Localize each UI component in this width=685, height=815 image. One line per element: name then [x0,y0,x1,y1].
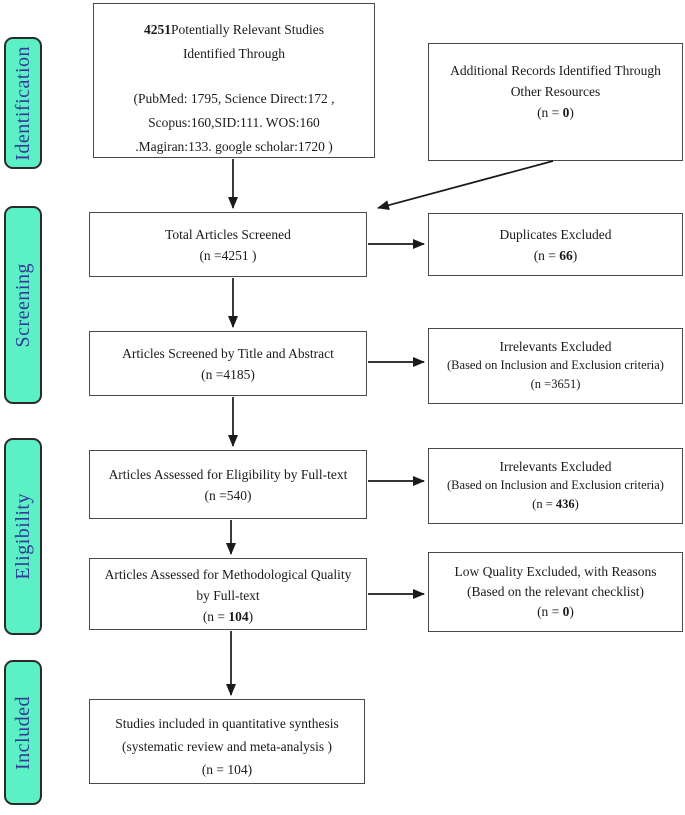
box-line: Irrelevants Excluded [499,459,612,474]
box-line: Total Articles Screened [165,226,291,242]
stage-screening: Screening [4,206,42,404]
box-line: 4251Potentially Relevant Studies [144,22,324,37]
arrow-additional-to-screened [377,160,554,210]
box-line: by Full-text [196,588,260,603]
stage-included: Included [4,660,42,805]
box-line: Duplicates Excluded [499,226,612,242]
box-assessed-eligibility: Articles Assessed for Eligibility by Ful… [89,450,367,519]
box-line: Irrelevants Excluded [499,339,612,354]
box-assessed-quality: Articles Assessed for Methodological Qua… [89,558,367,630]
box-line: (n = 436) [532,497,579,511]
box-line: (n = 104) [202,609,254,624]
box-line: (n =3651) [530,377,581,391]
box-line: (PubMed: 1795, Science Direct:172 , [133,91,335,106]
box-line: Additional Records Identified Through [450,63,661,78]
box-line: (Based on Inclusion and Exclusion criter… [447,478,664,492]
box-line: Articles Screened by Title and Abstract [122,345,334,361]
stage-included-label: Included [11,695,34,770]
box-line: Low Quality Excluded, with Reasons [454,564,657,579]
box-studies-included: Studies included in quantitative synthes… [89,699,365,784]
box-line: Articles Assessed for Eligibility by Ful… [108,466,348,482]
box-line: (n =540) [204,487,252,503]
box-line: (systematic review and meta-analysis ) [122,739,332,754]
box-line: (n = 66) [533,247,578,263]
stage-eligibility: Eligibility [4,438,42,635]
box-line: Scopus:160,SID:111. WOS:160 [148,115,320,130]
box-line: (Based on Inclusion and Exclusion criter… [447,358,664,372]
box-irrelevants-excluded-1: Irrelevants Excluded (Based on Inclusion… [428,328,683,404]
box-records-identified: 4251Potentially Relevant Studies Identif… [93,3,375,158]
box-line: (Based on the relevant checklist) [467,584,644,599]
box-line: (n =4251 ) [199,247,257,263]
box-line: Other Resources [510,84,601,99]
box-line: (n =4185) [201,366,255,382]
stage-eligibility-label: Eligibility [11,493,34,580]
stage-screening-label: Screening [11,262,34,348]
box-screened-title-abstract: Articles Screened by Title and Abstract … [89,331,367,396]
box-total-screened: Total Articles Screened (n =4251 ) [89,212,367,277]
box-line: Articles Assessed for Methodological Qua… [104,567,352,582]
box-line: Studies included in quantitative synthes… [115,716,339,731]
box-line: Identified Through [182,46,286,61]
box-line: (n = 104) [201,762,253,777]
stage-identification: Identification [4,37,42,169]
box-line: (n = 0) [537,604,574,619]
box-irrelevants-excluded-2: Irrelevants Excluded (Based on Inclusion… [428,448,683,524]
stage-identification-label: Identification [11,45,34,161]
box-low-quality-excluded: Low Quality Excluded, with Reasons (Base… [428,552,683,632]
box-line: .Magiran:133. google scholar:1720 ) [135,139,333,154]
box-duplicates-excluded: Duplicates Excluded (n = 66) [428,213,683,276]
box-line: (n = 0) [537,105,574,120]
box-additional-records: Additional Records Identified Through Ot… [428,43,683,161]
